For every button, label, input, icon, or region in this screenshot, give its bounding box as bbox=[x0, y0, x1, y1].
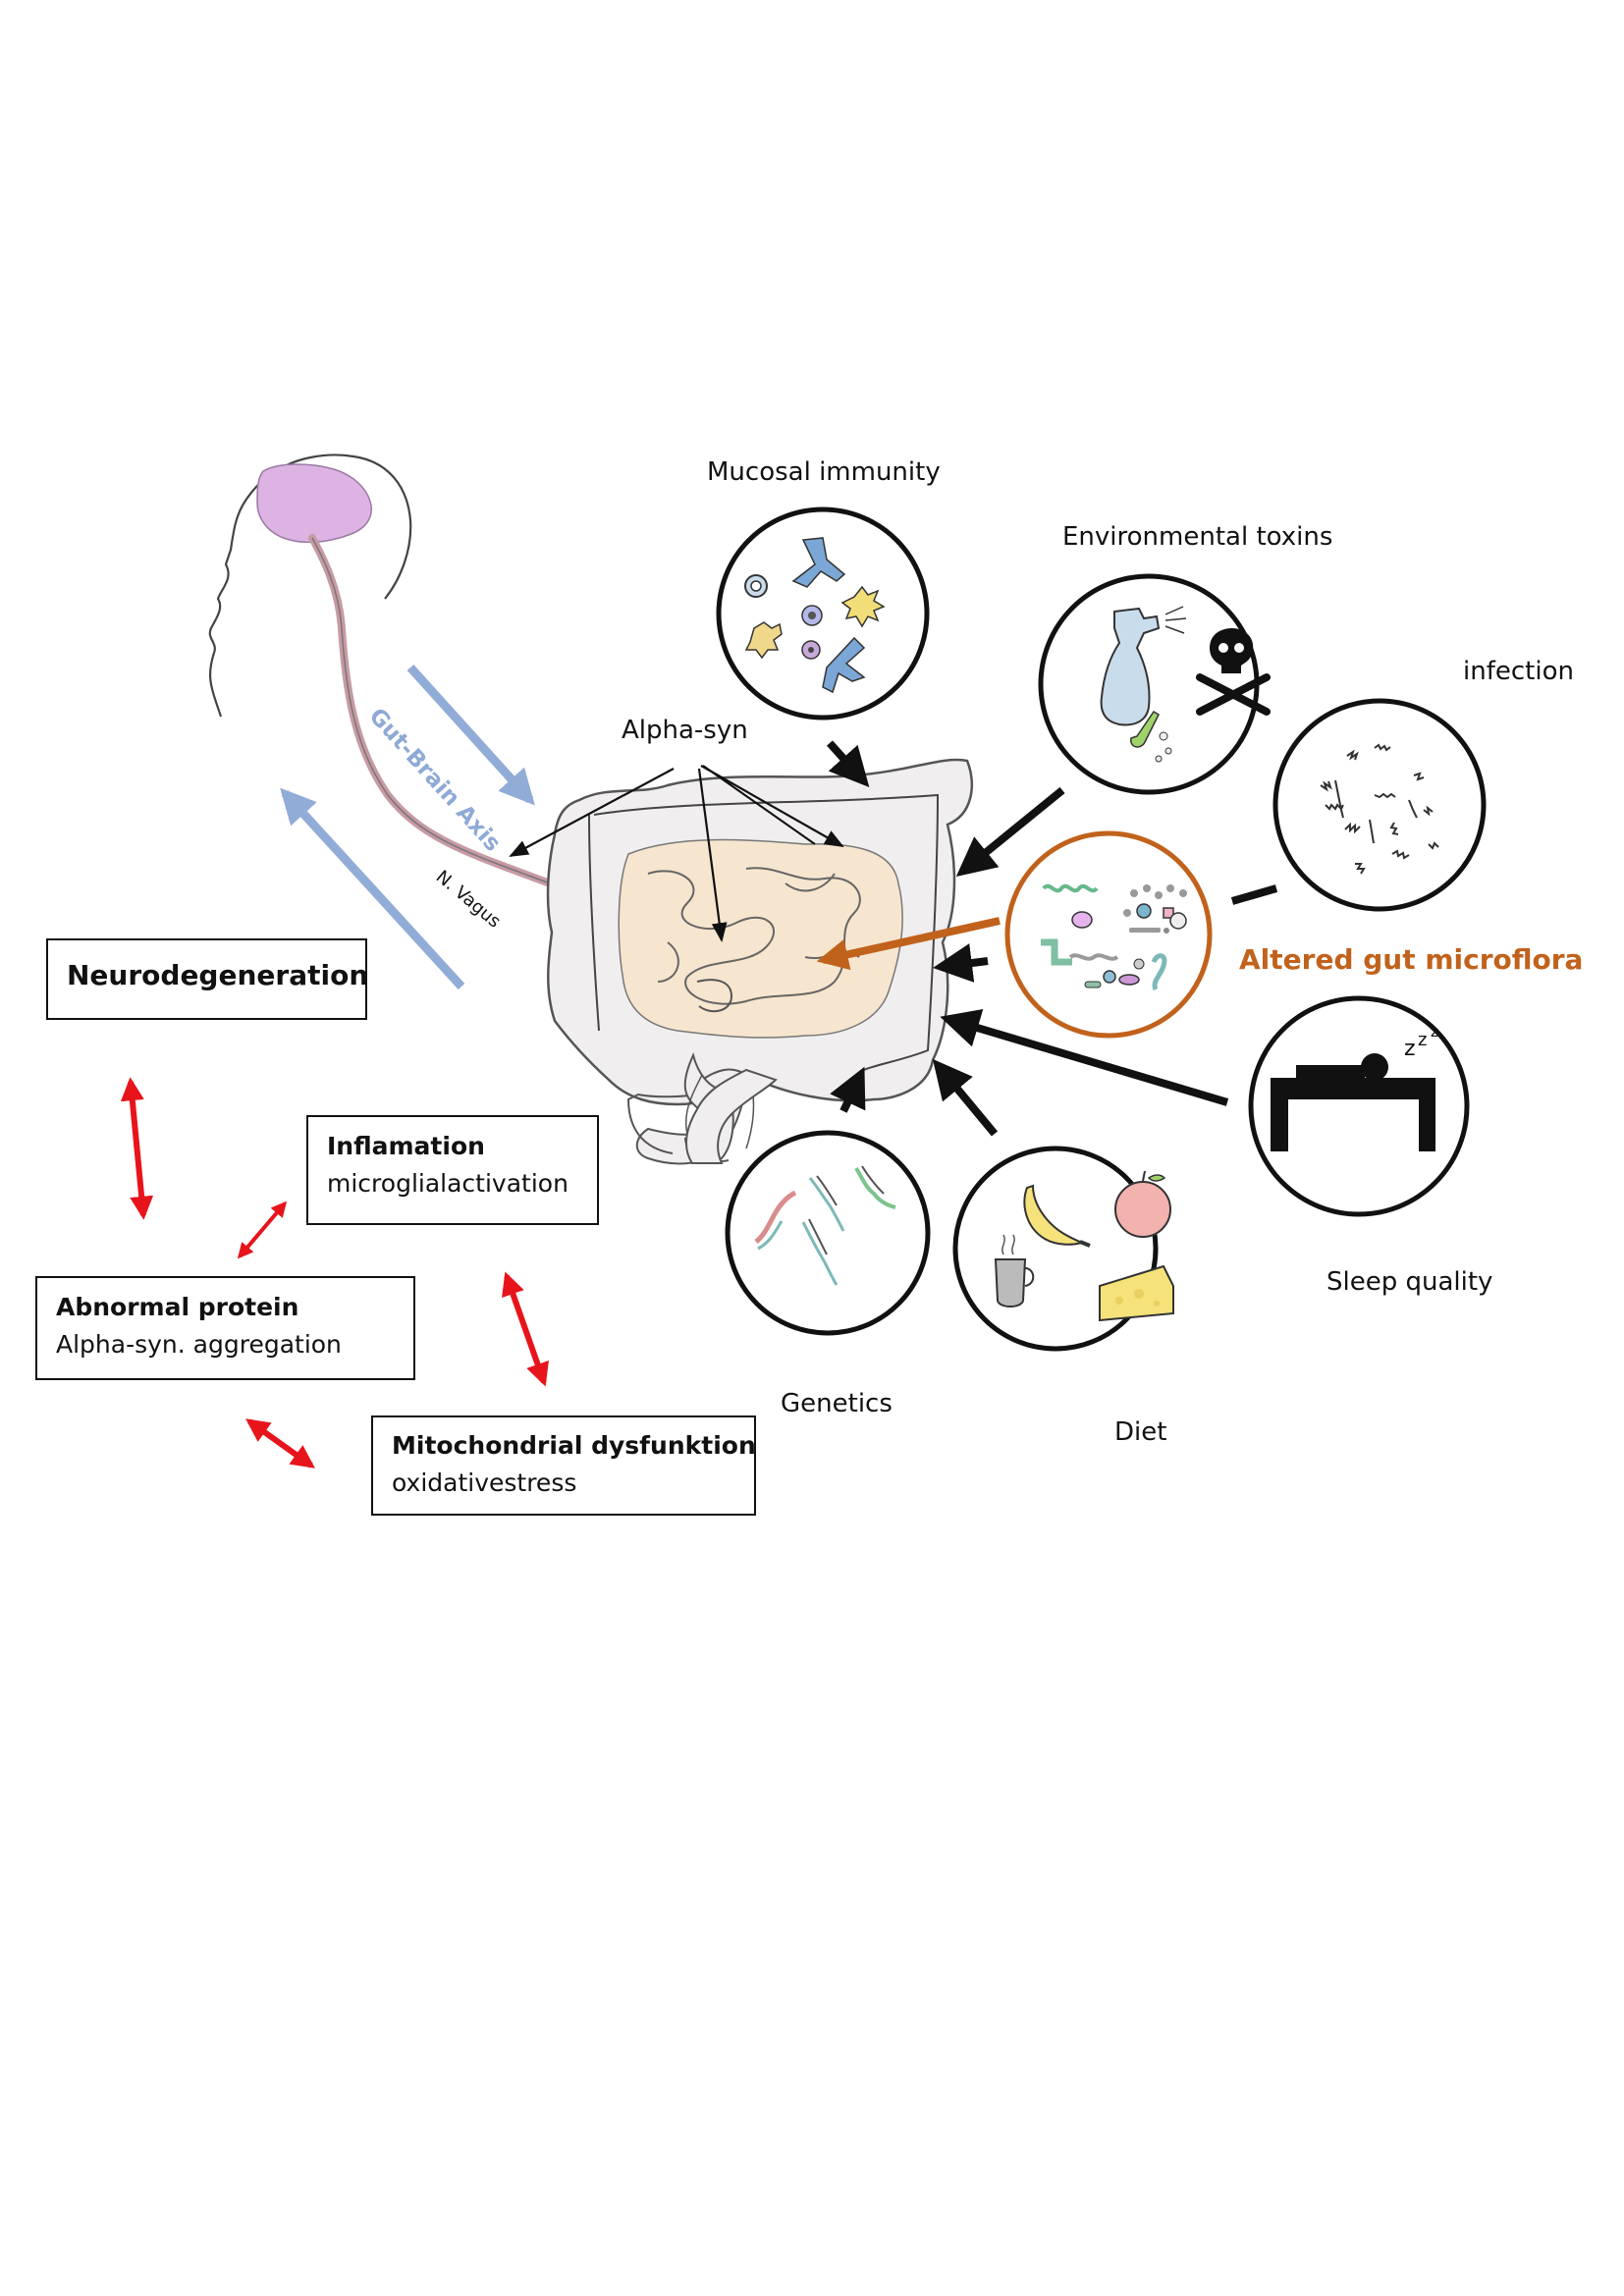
red-arrow-neuro-protein bbox=[120, 1077, 154, 1220]
spray-skull-icon bbox=[1038, 573, 1271, 795]
diet-label: Diet bbox=[1114, 1417, 1166, 1447]
genetics-arrow bbox=[830, 1066, 866, 1113]
inflamation-text: microglialactivation bbox=[327, 1169, 568, 1198]
mitochondrial-title: Mitochondrial dysfunktion bbox=[392, 1431, 756, 1460]
sleep-quality-arrow bbox=[940, 1008, 1229, 1106]
intestine-icon bbox=[546, 758, 974, 1165]
environmental-toxins-label: Environmental toxins bbox=[1062, 522, 1332, 552]
microflora-arrow bbox=[816, 917, 1001, 971]
bacteria-icon bbox=[1004, 830, 1213, 1039]
abnormal-protein-text: Alpha-syn. aggregation bbox=[56, 1330, 342, 1359]
svg-text:z: z bbox=[1404, 1037, 1416, 1061]
red-arrow-protein-inflamation bbox=[237, 1201, 288, 1259]
inflamation-box: Inflamation microglialactivation bbox=[306, 1115, 599, 1225]
red-arrow-protein-mito bbox=[245, 1418, 315, 1468]
neurodegeneration-title: Neurodegeneration bbox=[67, 959, 368, 991]
microflora-to-gut-arrow bbox=[933, 943, 989, 983]
microbe-threads-icon bbox=[1272, 698, 1487, 912]
immune-cells-icon bbox=[716, 507, 930, 721]
genetics-label: Genetics bbox=[781, 1389, 893, 1418]
gut-brain-arrow-down bbox=[406, 664, 535, 806]
environmental-toxins-arrow bbox=[955, 786, 1065, 878]
alpha-syn-arrow-center bbox=[697, 768, 728, 942]
gut-brain-arrow-up bbox=[280, 787, 465, 990]
red-arrow-inflamation-mito bbox=[502, 1271, 549, 1387]
infection-label: infection bbox=[1463, 657, 1574, 686]
neurodegeneration-box: Neurodegeneration bbox=[46, 938, 368, 1020]
alpha-syn-label: Alpha-syn bbox=[622, 716, 748, 745]
abnormal-protein-title: Abnormal protein bbox=[56, 1293, 298, 1321]
svg-text:z: z bbox=[1418, 1030, 1427, 1050]
abnormal-protein-box: Abnormal protein Alpha-syn. aggregation bbox=[35, 1276, 415, 1380]
mucosal-immunity-label: Mucosal immunity bbox=[707, 457, 941, 487]
mitochondrial-text: oxidativestress bbox=[392, 1468, 576, 1497]
dna-icon bbox=[725, 1130, 931, 1336]
n-vagus-label: N. Vagus bbox=[432, 867, 505, 933]
inflamation-title: Inflamation bbox=[327, 1132, 485, 1160]
bed-sleep-icon: z z z bbox=[1248, 995, 1470, 1217]
food-icon bbox=[952, 1146, 1174, 1352]
alpha-syn-arrow-right-1 bbox=[700, 765, 844, 847]
altered-gut-microflora-label: Altered gut microflora bbox=[1239, 943, 1583, 976]
alpha-syn-arrow-left bbox=[509, 768, 675, 857]
sleep-quality-label: Sleep quality bbox=[1326, 1267, 1492, 1297]
mitochondrial-box: Mitochondrial dysfunktion oxidativestres… bbox=[371, 1415, 756, 1516]
mucosal-immunity-arrow bbox=[827, 740, 870, 787]
diet-arrow bbox=[932, 1058, 999, 1137]
head-brain-icon bbox=[208, 454, 554, 887]
alpha-syn-arrow-right-2 bbox=[702, 765, 816, 845]
infection-dash bbox=[1230, 884, 1278, 905]
svg-text:z: z bbox=[1431, 1023, 1438, 1041]
